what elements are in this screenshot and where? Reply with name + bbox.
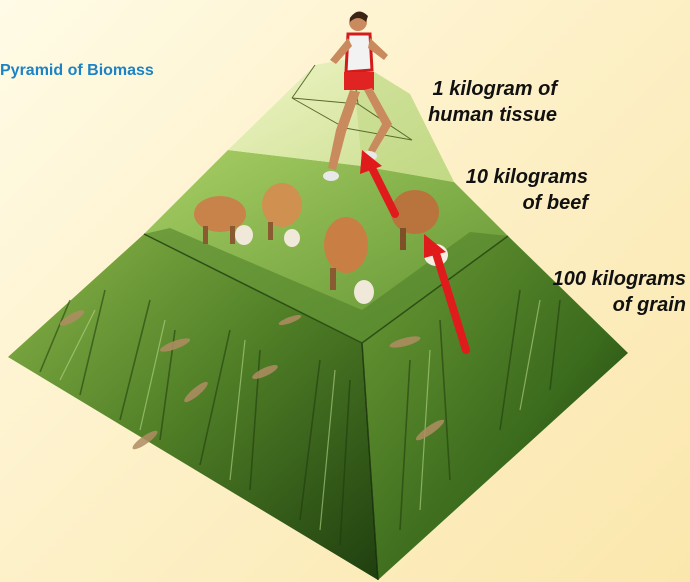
label-human-line2: human tissue	[395, 102, 557, 128]
label-grain-line1: 100 kilograms	[508, 266, 686, 292]
label-level-grain: 100 kilograms of grain	[508, 266, 686, 318]
label-beef-line2: of beef	[420, 190, 588, 216]
label-beef-line1: 10 kilograms	[420, 164, 588, 190]
label-level-beef: 10 kilograms of beef	[420, 164, 588, 216]
label-grain-line2: of grain	[508, 292, 686, 318]
label-human-line1: 1 kilogram of	[395, 76, 557, 102]
label-level-human: 1 kilogram of human tissue	[395, 76, 557, 128]
